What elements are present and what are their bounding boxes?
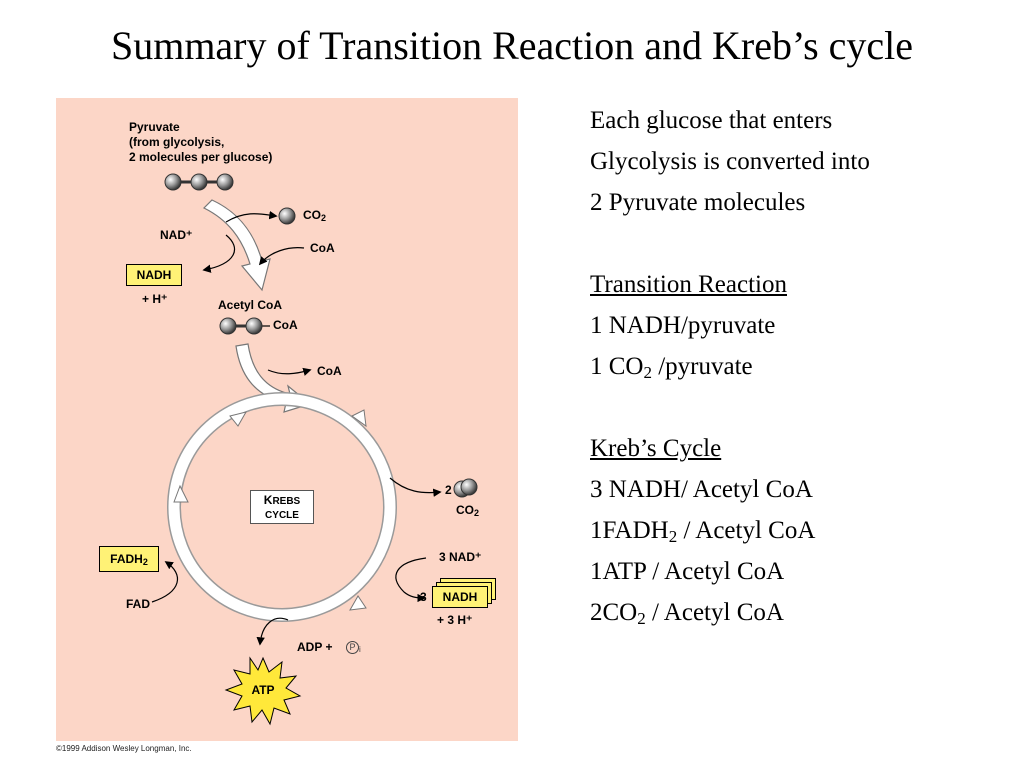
coa-out-arrow-icon <box>267 367 312 376</box>
coa-attached-label: CoA <box>273 318 298 332</box>
intro-line-3: 2 Pyruvate molecules <box>590 189 806 216</box>
three-h-plus-label: + 3 H⁺ <box>437 613 473 627</box>
cycle-fad-arrow-icon <box>151 561 179 603</box>
krebs-diagram: ATP Pyruvate (from glycolysis, 2 molecul… <box>56 98 518 741</box>
pi-circle-icon: P <box>346 641 359 654</box>
acetyl-coa-label: Acetyl CoA <box>218 298 283 312</box>
transition-co2-line: 1 CO2 /pyruvate <box>590 353 753 382</box>
pyruvate-label: Pyruvate (from glycolysis, 2 molecules p… <box>129 120 273 164</box>
co2-balls-icon <box>453 478 478 498</box>
copyright-text: ©1999 Addison Wesley Longman, Inc. <box>56 744 192 753</box>
co2-count-label: 2 <box>445 483 452 497</box>
intro-line-2: Glycolysis is converted into <box>590 148 870 175</box>
transition-nadh-line: 1 NADH/pyruvate <box>590 312 776 339</box>
three-label: 3 <box>420 590 427 604</box>
krebs-atp-line: 1ATP / Acetyl CoA <box>590 558 785 585</box>
co2-release-arrow-icon <box>225 210 278 223</box>
coa-in-label: CoA <box>310 241 335 255</box>
coa-out-label: CoA <box>317 364 342 378</box>
krebs-cycle-box: KREBS CYCLE <box>250 490 314 524</box>
cycle-nad-arrow-icon <box>395 557 427 603</box>
fad-label: FAD <box>126 597 150 611</box>
diagram-graphics: ATP <box>151 173 478 726</box>
cycle-atp-arrow-icon <box>256 617 289 646</box>
co2-label: CO2 <box>303 208 327 223</box>
krebs-co2-line: 2CO2 / Acetyl CoA <box>590 599 784 628</box>
krebs-cycle-ring-icon <box>167 392 397 622</box>
intro-line-1: Each glucose that enters <box>590 107 833 134</box>
krebs-nadh-line: 3 NADH/ Acetyl CoA <box>590 476 813 503</box>
fadh2-box: FADH2 <box>99 546 159 572</box>
co2-ball-icon <box>278 207 296 225</box>
nad-to-nadh-arrow-icon <box>202 234 236 273</box>
krebs-fadh2-line: 1FADH2 / Acetyl CoA <box>590 517 816 546</box>
nad-plus-label: NAD⁺ <box>160 228 193 242</box>
krebs-heading: Kreb’s Cycle <box>590 435 722 462</box>
h-plus-label: + H⁺ <box>142 292 168 306</box>
nadh-stack-box: NADH <box>432 586 488 608</box>
summary-notes: Each glucose that enters Glycolysis is c… <box>590 100 1010 633</box>
atp-star-icon <box>224 656 302 726</box>
adp-label: ADP + <box>297 640 333 654</box>
pyruvate-to-acetyl-arrow-icon <box>202 199 271 292</box>
cycle-co2-arrow-icon <box>389 477 442 497</box>
coa-in-arrow-icon <box>258 247 305 266</box>
slide-title: Summary of Transition Reaction and Kreb’… <box>110 23 914 68</box>
three-nad-label: 3 NAD⁺ <box>439 550 482 564</box>
transition-heading: Transition Reaction <box>590 271 787 298</box>
acetyl-coa-molecule-icon <box>219 317 270 335</box>
nadh-box: NADH <box>126 264 182 286</box>
pyruvate-molecule-icon <box>164 173 234 191</box>
cycle-co2-label: CO2 <box>456 503 480 518</box>
atp-label: ATP <box>251 683 274 697</box>
